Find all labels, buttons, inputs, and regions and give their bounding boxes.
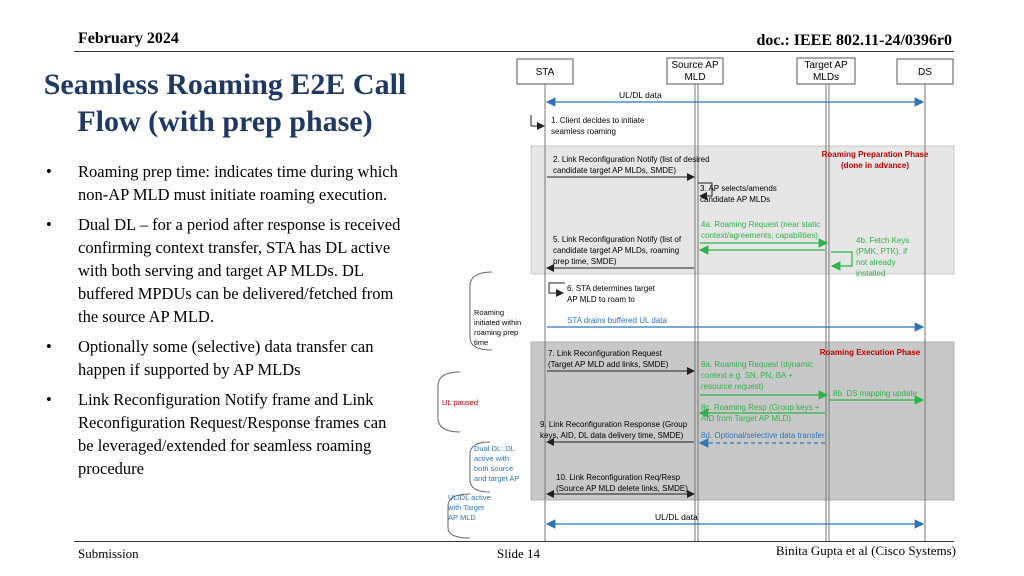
step2-label: 2. Link Reconfiguration Notify (list of … xyxy=(553,155,710,164)
drain-label: STA drains buffered UL data xyxy=(567,316,667,325)
step8c-label: AID from Target AP MLD) xyxy=(701,414,791,423)
uldl-bottom-label: UL/DL data xyxy=(655,512,698,522)
step8c-label: 8c. Roaming Resp (Group keys + xyxy=(701,403,820,412)
bullet-item: Optionally some (selective) data transfe… xyxy=(42,335,402,381)
exec-phase-title: Roaming Execution Phase xyxy=(820,348,921,357)
uldl-active-brace xyxy=(447,493,471,539)
step4b-self-arrow xyxy=(830,251,853,271)
uldl-active-note: with Target xyxy=(447,503,485,512)
entity-target-label: MLDs xyxy=(813,72,839,83)
uldl-active-note: AP MLD xyxy=(448,513,476,522)
exec-phase-region xyxy=(530,341,955,501)
step6-self-arrow xyxy=(548,282,565,297)
footer-submission: Submission xyxy=(78,546,139,561)
roaming-note: time xyxy=(474,338,488,347)
step4b-label: 4b. Fetch Keys xyxy=(856,236,909,245)
header-doc-id: doc.: IEEE 802.11-24/0396r0 xyxy=(756,32,952,49)
step8a-label: context e.g. SN, PN, BA + xyxy=(701,371,793,380)
step4a-label: context/agreements, capabilities) xyxy=(701,231,818,240)
entity-ds-box xyxy=(896,58,954,85)
step1-self-arrow xyxy=(530,115,545,130)
roaming-time-brace xyxy=(469,271,493,351)
lifelines xyxy=(544,84,926,541)
entity-sta-box xyxy=(516,58,574,85)
dual-dl-note: and target AP xyxy=(474,474,519,483)
header-divider xyxy=(74,51,954,52)
uldl-top-label: UL/DL data xyxy=(619,90,662,100)
footer-slide-number: Slide 14 xyxy=(497,546,540,561)
step8a-label: 8a. Roaming Request (dynamic xyxy=(701,360,813,369)
step3-self-arrow xyxy=(698,182,713,200)
header-date: February 2024 xyxy=(78,30,179,47)
step1-label: seamless roaming xyxy=(551,127,616,136)
entity-source-box xyxy=(666,57,724,85)
step4b-label: installed xyxy=(856,269,885,278)
step8a-label: resource request) xyxy=(701,382,764,391)
step10-label: (Source AP MLD delete links, SMDE) xyxy=(556,484,688,493)
step5-label: 5. Link Reconfiguration Notify (list of xyxy=(553,235,682,244)
step4b-label: not already xyxy=(856,258,896,267)
roaming-note: initiated within xyxy=(474,318,521,327)
entity-target-box xyxy=(796,57,856,85)
ul-paused-note: UL paused xyxy=(442,398,478,407)
bullet-list: Roaming prep time: indicates time during… xyxy=(42,160,402,487)
step1-label: 1. Client decides to initiate xyxy=(551,116,645,125)
prep-phase-region xyxy=(530,145,955,275)
bullet-item: Link Reconfiguration Notify frame and Li… xyxy=(42,388,402,480)
bullet-item: Dual DL – for a period after response is… xyxy=(42,213,402,328)
footer-author: Binita Gupta et al (Cisco Systems) xyxy=(775,543,956,558)
entity-target-label: Target AP xyxy=(804,60,848,71)
step8b-label: 8b. DS mapping update xyxy=(833,389,918,398)
step9-label: 9. Link Reconfiguration Response (Group xyxy=(540,420,688,429)
step5-label: candidate target AP MLDs, roaming xyxy=(553,246,679,255)
step9-label: keys, AID, DL data delivery time, SMDE) xyxy=(540,431,684,440)
entity-source-label: MLD xyxy=(684,72,705,83)
step6-label: 6. STA determines target xyxy=(567,284,656,293)
entity-source-label: Source AP xyxy=(671,60,719,71)
step3-label: 3. AP selects/amends xyxy=(700,184,777,193)
roaming-note: roaming prep xyxy=(474,328,518,337)
step2-label: candidate target AP MLDs, SMDE) xyxy=(553,166,676,175)
step4a-label: 4a. Roaming Request (near static xyxy=(701,220,820,229)
uldl-active-note: UL/DL active xyxy=(448,493,491,502)
dual-dl-note: active with xyxy=(474,454,509,463)
roaming-note: Roaming xyxy=(474,308,504,317)
ul-paused-brace xyxy=(437,371,461,433)
entity-ds-label: DS xyxy=(918,67,932,78)
dual-dl-note: Dual DL: DL xyxy=(474,444,515,453)
step8d-label: 8d. Optional/selective data transfer xyxy=(701,431,825,440)
slide-title: Seamless Roaming E2E Call Flow (with pre… xyxy=(43,68,407,138)
dual-dl-note: both source xyxy=(474,464,513,473)
bullet-item: Roaming prep time: indicates time during… xyxy=(42,160,402,206)
entity-sta-label: STA xyxy=(536,67,555,78)
prep-phase-subtitle: (done in advance) xyxy=(841,161,909,170)
step5-label: prep time, SMDE) xyxy=(553,257,617,266)
step10-label: 10. Link Reconfiguration Req/Resp xyxy=(556,473,681,482)
dual-dl-brace xyxy=(469,441,491,493)
step7-label: (Target AP MLD add links, SMDE) xyxy=(548,360,669,369)
prep-phase-title: Roaming Preparation Phase xyxy=(822,150,929,159)
footer-divider xyxy=(74,541,954,542)
step6-label: AP MLD to roam to xyxy=(567,295,635,304)
step4b-label: (PMK, PTK), if xyxy=(856,247,908,256)
step7-label: 7. Link Reconfiguration Request xyxy=(548,349,663,358)
step3-label: candidate AP MLDs xyxy=(700,195,770,204)
